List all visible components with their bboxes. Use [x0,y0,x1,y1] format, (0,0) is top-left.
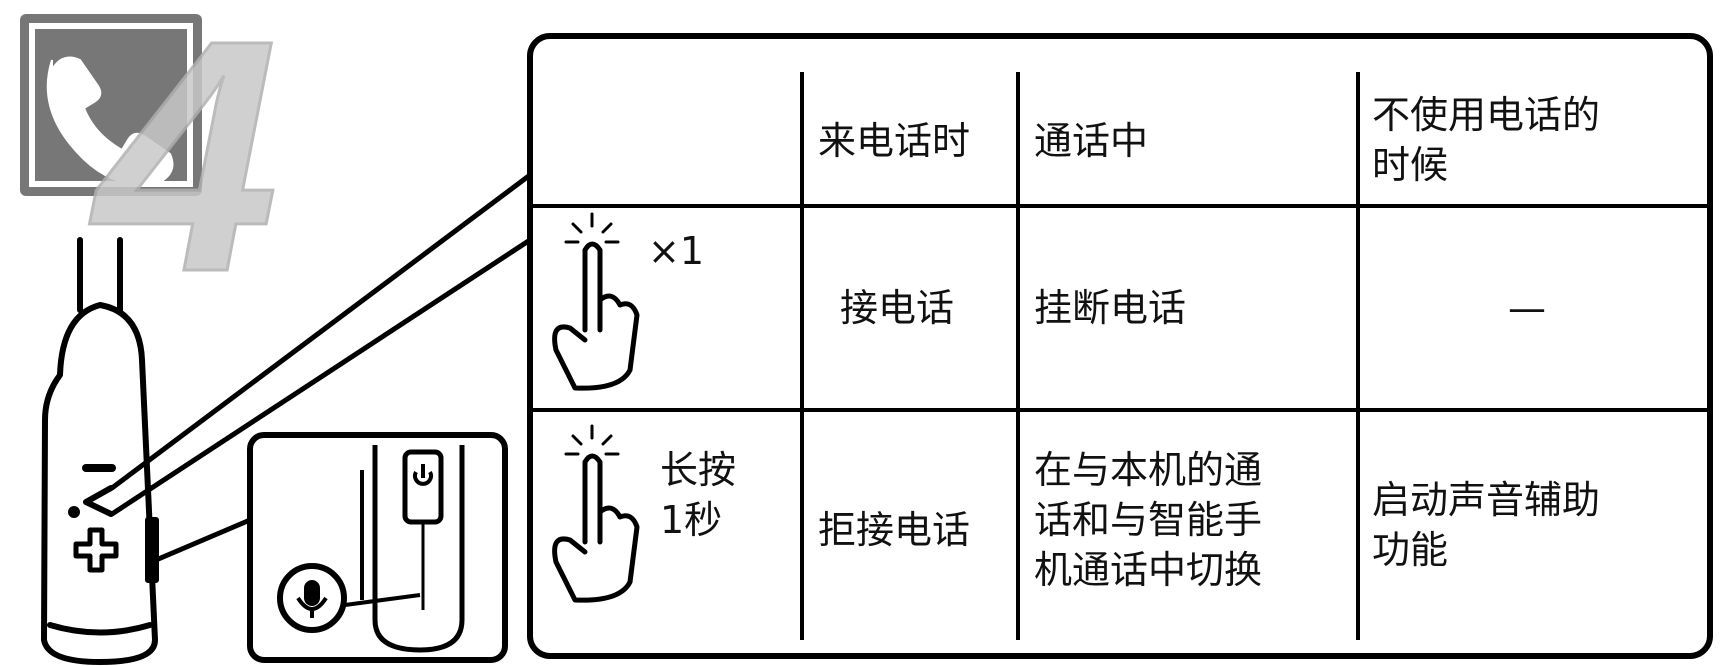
callout-lines [110,172,532,563]
power-icon [413,464,433,486]
neckband-headset-illustration [41,237,159,665]
row1-not-in-call: — [1508,286,1546,330]
step-number: 4 [85,0,279,340]
row1-incoming-call: 接电话 [840,286,955,330]
gesture-press-once: ×1 [648,229,705,273]
microphone-icon [277,563,347,633]
row2-during-call: 在与本机的通话和与智能手机通话中切换 [1034,448,1263,592]
header-not-in-call: 不使用电话的 时候 [1372,90,1600,190]
row2-incoming-call: 拒接电话 [818,508,971,552]
function-table-frame [527,33,1713,659]
row2-not-in-call: 启动声音辅助功能 [1372,478,1601,572]
header-not-in-call-line1: 不使用电话的 [1372,93,1601,137]
phone-handset-icon [20,14,202,196]
button-zoom-inset [247,432,508,663]
finger-long-press-icon [552,424,640,603]
header-incoming-call: 来电话时 [818,119,971,163]
header-during-call: 通话中 [1034,119,1149,163]
table-grid [530,72,1710,640]
row1-during-call: 挂断电话 [1034,286,1187,330]
header-not-in-call-line2: 时候 [1372,143,1449,187]
finger-tap-icon [552,212,640,391]
